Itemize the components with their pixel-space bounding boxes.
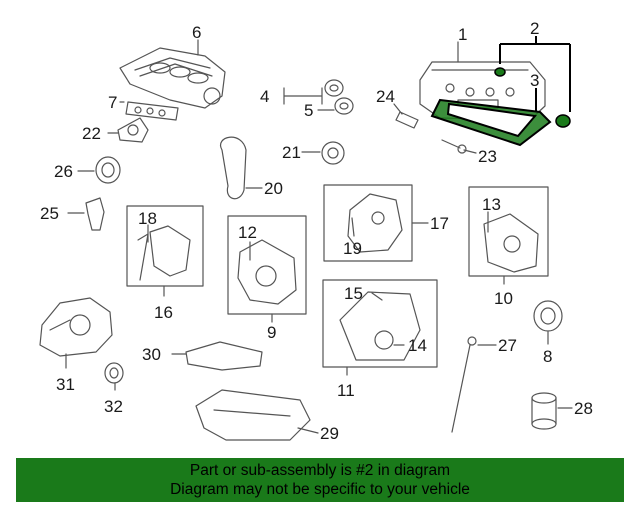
banner-line-2: Diagram may not be specific to your vehi… xyxy=(170,481,470,498)
label-31: 31 xyxy=(56,375,75,394)
label-30: 30 xyxy=(142,345,161,364)
box-17 xyxy=(323,184,413,262)
label-8: 8 xyxy=(543,347,552,366)
seal-4 xyxy=(324,79,344,97)
part-32 xyxy=(104,362,124,384)
part-labels: 1 2 3 4 5 6 7 8 9 10 11 12 13 14 15 16 1… xyxy=(40,19,593,443)
oil-pump xyxy=(39,297,113,357)
banner-line-1: Part or sub-assembly is #2 in diagram xyxy=(189,462,451,479)
label-15: 15 xyxy=(344,284,363,303)
engine-parts-diagram: 1 2 3 4 5 6 7 8 9 10 11 12 13 14 15 16 1… xyxy=(39,19,593,443)
label-9: 9 xyxy=(267,323,276,342)
oil-pan xyxy=(195,389,311,441)
box-10 xyxy=(468,186,549,277)
timing-belt xyxy=(219,136,247,200)
box-11 xyxy=(322,279,438,368)
label-19: 19 xyxy=(343,239,362,258)
label-17: 17 xyxy=(430,214,449,233)
baffle xyxy=(185,341,263,371)
seal-5 xyxy=(334,97,354,115)
part-22 xyxy=(117,117,149,143)
oil-filter xyxy=(531,392,557,430)
label-11: 11 xyxy=(337,381,355,400)
part-10-cover xyxy=(483,213,539,273)
label-6: 6 xyxy=(192,23,201,42)
label-27: 27 xyxy=(498,336,517,355)
label-16: 16 xyxy=(154,303,173,322)
label-26: 26 xyxy=(54,162,73,181)
label-3: 3 xyxy=(530,71,539,90)
label-5: 5 xyxy=(304,101,313,120)
intake-manifold xyxy=(119,47,226,109)
manifold-gasket xyxy=(125,101,179,121)
label-14: 14 xyxy=(408,336,427,355)
label-21: 21 xyxy=(282,143,301,162)
label-29: 29 xyxy=(320,424,339,443)
label-28: 28 xyxy=(574,399,593,418)
label-1: 1 xyxy=(458,25,467,44)
label-18: 18 xyxy=(138,209,157,228)
label-20: 20 xyxy=(264,179,283,198)
label-24: 24 xyxy=(376,87,395,106)
lower-cover xyxy=(339,291,421,361)
label-4: 4 xyxy=(260,87,269,106)
idler-pulley xyxy=(95,156,121,184)
upper-cover xyxy=(347,193,403,253)
label-12: 12 xyxy=(238,223,257,242)
label-10: 10 xyxy=(494,289,513,308)
label-13: 13 xyxy=(482,195,501,214)
gear-21 xyxy=(321,141,345,165)
bolt-23 xyxy=(441,139,461,149)
part-16-cover xyxy=(149,225,191,277)
label-22: 22 xyxy=(82,124,101,143)
part-2-bracket xyxy=(499,36,571,112)
part-9-cover xyxy=(237,239,297,305)
label-2: 2 xyxy=(530,19,539,38)
box-9 xyxy=(227,215,307,315)
label-32: 32 xyxy=(104,397,123,416)
dipstick xyxy=(451,344,471,433)
box-16 xyxy=(126,205,204,287)
label-25: 25 xyxy=(40,204,59,223)
part-25 xyxy=(85,197,105,231)
label-7: 7 xyxy=(108,93,117,112)
bolt-24 xyxy=(395,111,419,129)
crank-pulley xyxy=(533,300,563,332)
info-banner: Part or sub-assembly is #2 in diagram Di… xyxy=(16,458,624,502)
label-23: 23 xyxy=(478,147,497,166)
